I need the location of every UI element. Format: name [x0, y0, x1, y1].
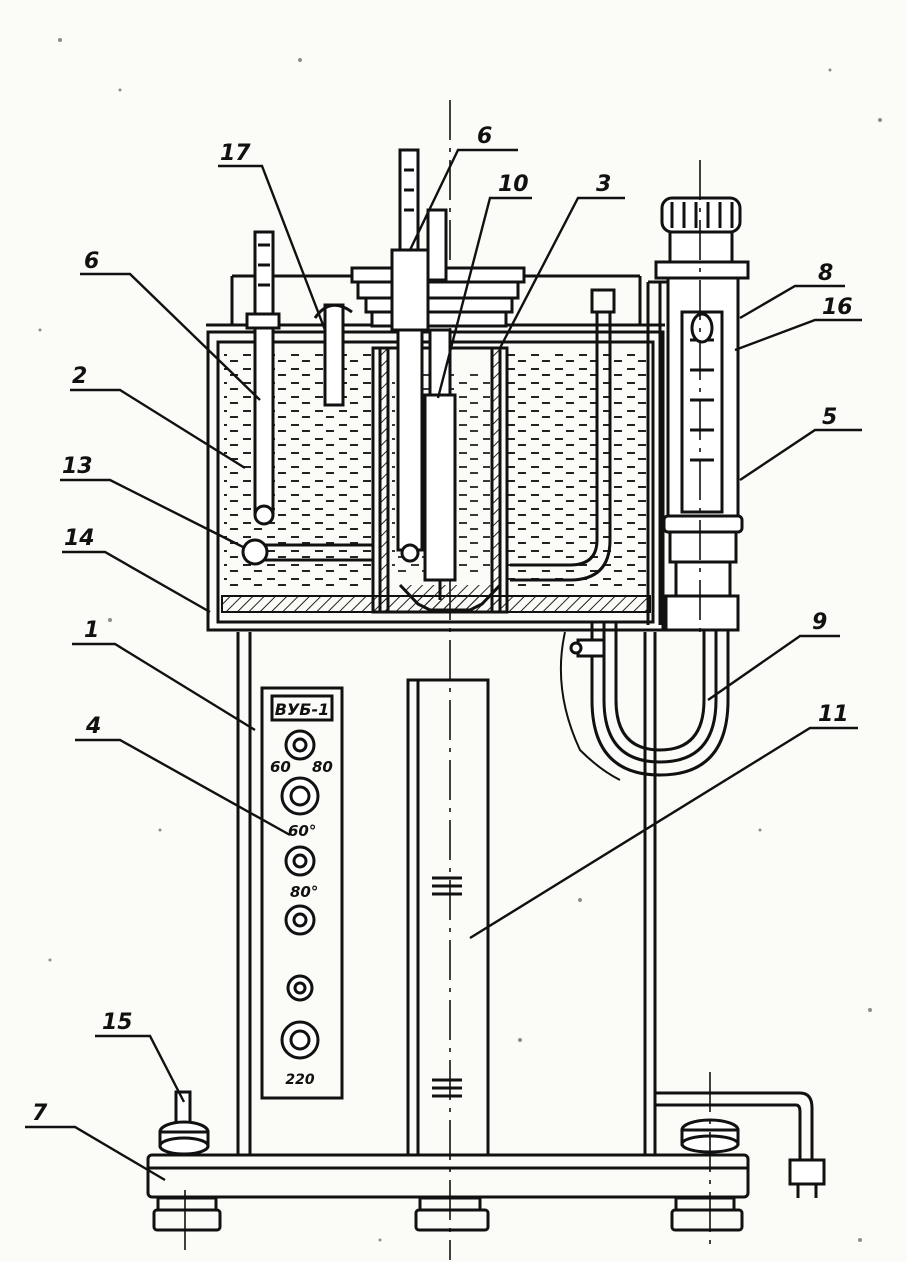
base-feet: [152, 1196, 744, 1232]
bracket-outline: [559, 631, 621, 781]
flowmeter-knob: [654, 196, 750, 280]
base-plate: [146, 1153, 750, 1199]
viscometer-tube: [423, 208, 457, 600]
control-panel: [260, 686, 344, 1100]
callout-16: 16: [822, 295, 853, 320]
callout-13: 13: [62, 454, 93, 479]
callout-5: 5: [822, 405, 837, 430]
power-cord: [655, 1091, 814, 1160]
stirrer-tube: [313, 303, 353, 407]
drain-valve: [569, 638, 606, 658]
leader-lines: [25, 148, 862, 1182]
flowmeter-tube: [666, 276, 740, 518]
callout-8: 8: [818, 261, 833, 286]
dial-label-60-deg: 60°: [288, 822, 316, 840]
callout-11: 11: [818, 702, 849, 727]
control-panel-model-label: ВУБ-1: [275, 700, 330, 719]
thermometer-center: [390, 148, 430, 563]
callout-14: 14: [64, 526, 95, 551]
callout-4: 4: [85, 714, 101, 739]
inner-vessel-funnel: [398, 583, 502, 612]
callout-2: 2: [72, 364, 87, 389]
flowmeter-side-pipe: [646, 280, 668, 625]
dial-label-60: 60: [270, 758, 291, 776]
callout-9: 9: [812, 610, 827, 635]
flowmeter-base: [662, 514, 744, 632]
right-heater-pipe: [510, 288, 616, 582]
heater-coil: [241, 538, 372, 566]
callout-7: 7: [32, 1101, 48, 1126]
callout-6-left: 6: [84, 249, 99, 274]
dial-label-80-deg: 80°: [290, 883, 318, 901]
callout-17: 17: [220, 141, 251, 166]
control-panel-dial-labels: 60 80 60° 80° 220: [270, 758, 333, 1088]
inner-vessel: [371, 346, 509, 614]
callout-6-top: 6: [477, 124, 492, 149]
callout-3: 3: [596, 172, 611, 197]
scan-noise: [38, 38, 882, 1242]
voltage-label: 220: [285, 1072, 314, 1088]
dial-label-80: 80: [312, 758, 333, 776]
control-panel-dials: [280, 729, 320, 1060]
thermometer-left: [245, 230, 281, 526]
measuring-cylinder: [406, 678, 490, 1157]
power-plug: [788, 1158, 826, 1198]
leveling-screw-left: [158, 1090, 210, 1156]
callout-10: 10: [498, 172, 529, 197]
u-tube: [590, 622, 730, 777]
callout-1: 1: [84, 618, 99, 643]
callout-15: 15: [102, 1010, 133, 1035]
cylinder-graduations: [432, 876, 462, 1098]
callout-labels: 17 6 6 10 3 8 16 2 5 13 14 1 9 4 11 15 7: [32, 124, 853, 1126]
